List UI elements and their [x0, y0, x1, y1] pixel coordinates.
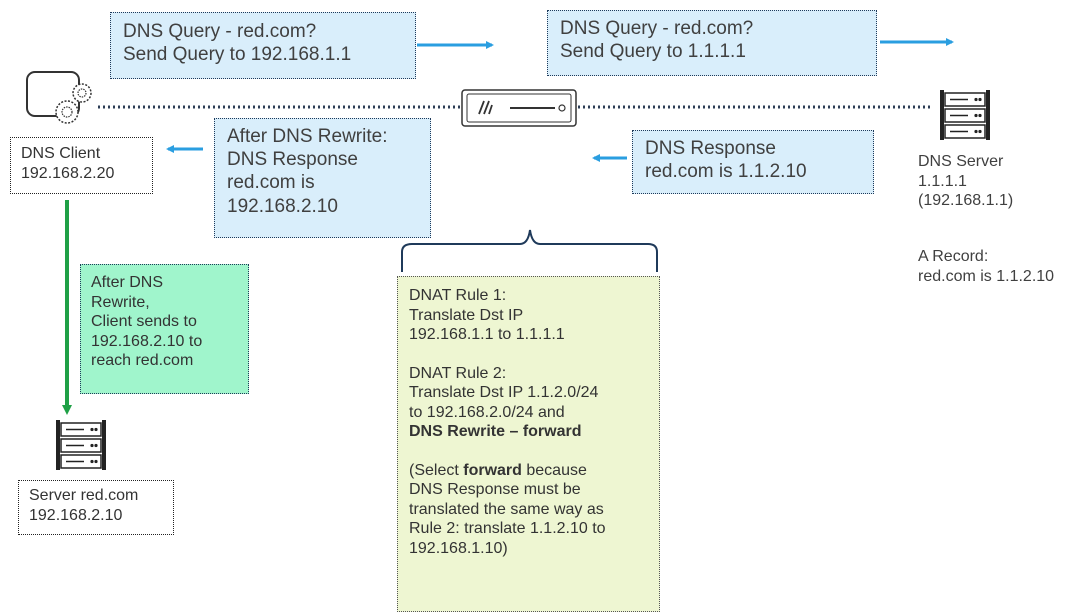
- dns-query-to-server-box: DNS Query - red.com? Send Query to 1.1.1…: [547, 10, 877, 76]
- rule1-line-2: Translate Dst IP: [409, 306, 524, 324]
- dns-rewrite-bold: DNS Rewrite: [409, 423, 506, 441]
- client-sends-line-1: After DNS: [91, 274, 164, 291]
- server-red-ip: 192.168.2.10: [29, 506, 123, 524]
- dns-client-name: DNS Client: [21, 145, 101, 162]
- dns-client-label: DNS Client 192.168.2.20: [10, 137, 153, 194]
- server-red-name: Server red.com: [29, 487, 139, 504]
- query-right-line-1: DNS Query - red.com?: [560, 18, 754, 39]
- nat-brace: [401, 229, 658, 272]
- note-line-1: (Select forward because: [409, 461, 648, 481]
- a-record-label: A Record: red.com is 1.1.2.10: [918, 247, 1054, 286]
- client-sends-line-4: 192.168.2.10 to: [91, 332, 203, 350]
- dns-server-label: DNS Server 1.1.1.1 (192.168.1.1): [918, 152, 1013, 211]
- client-sends-box: After DNS Rewrite, Client sends to 192.1…: [80, 264, 249, 394]
- client-sends-line-2: Rewrite,: [91, 293, 150, 311]
- forward-bold: forward: [522, 423, 582, 441]
- dns-response-line-1: DNS Response: [645, 138, 776, 159]
- note-line-3: translated the same way as: [409, 500, 604, 518]
- server-red-label: Server red.com 192.168.2.10: [18, 480, 174, 535]
- dns-rewrite-dash: –: [505, 423, 523, 441]
- rule2-line-4: DNS Rewrite – forward: [409, 422, 648, 442]
- dns-response-line-2: red.com is 1.1.2.10: [645, 161, 807, 183]
- rule2-line-2: Translate Dst IP 1.1.2.0/24: [409, 384, 599, 402]
- dns-query-to-firewall-box: DNS Query - red.com? Send Query to 192.1…: [110, 12, 416, 79]
- query-left-line-1: DNS Query - red.com?: [123, 21, 317, 42]
- note-pre: (Select: [409, 461, 464, 479]
- note-line-5: 192.168.1.10): [409, 539, 508, 557]
- after-rewrite-box: After DNS Rewrite: DNS Response red.com …: [214, 118, 431, 238]
- dns-server-alt-ip: (192.168.1.1): [918, 192, 1014, 210]
- web-server-icon: [56, 420, 106, 470]
- note-forward-bold: forward: [463, 461, 522, 479]
- dns-server-ip: 1.1.1.1: [918, 172, 967, 190]
- dns-client-icon: [26, 71, 92, 124]
- a-record-title: A Record:: [918, 248, 989, 265]
- client-sends-line-3: Client sends to: [91, 313, 197, 331]
- dns-response-box: DNS Response red.com is 1.1.2.10: [632, 130, 874, 194]
- a-record-value: red.com is 1.1.2.10: [918, 267, 1055, 285]
- dns-client-ip: 192.168.2.20: [21, 164, 115, 182]
- after-rewrite-line-2: DNS Response: [227, 149, 358, 171]
- after-rewrite-line-4: 192.168.2.10: [227, 195, 338, 217]
- client-sends-line-5: reach red.com: [91, 352, 194, 370]
- rule2-line-1: DNAT Rule 2:: [409, 364, 507, 382]
- query-left-line-2: Send Query to 192.168.1.1: [123, 44, 352, 66]
- dns-server-icon: [940, 90, 990, 140]
- nat-rules-box: DNAT Rule 1: Translate Dst IP 192.168.1.…: [397, 276, 660, 612]
- note-post: because: [521, 461, 587, 479]
- query-right-line-2: Send Query to 1.1.1.1: [560, 41, 746, 63]
- note-line-4: Rule 2: translate 1.1.2.10 to: [409, 520, 606, 538]
- rule1-line-3: 192.168.1.1 to 1.1.1.1: [409, 326, 565, 344]
- rule1-line-1: DNAT Rule 1:: [409, 287, 507, 304]
- after-rewrite-line-3: red.com is: [227, 172, 315, 194]
- rule2-line-3: to 192.168.2.0/24 and: [409, 403, 565, 421]
- after-rewrite-line-1: After DNS Rewrite:: [227, 126, 388, 147]
- note-line-2: DNS Response must be: [409, 481, 581, 499]
- dns-server-name: DNS Server: [918, 153, 1004, 170]
- firewall-icon: [461, 89, 577, 127]
